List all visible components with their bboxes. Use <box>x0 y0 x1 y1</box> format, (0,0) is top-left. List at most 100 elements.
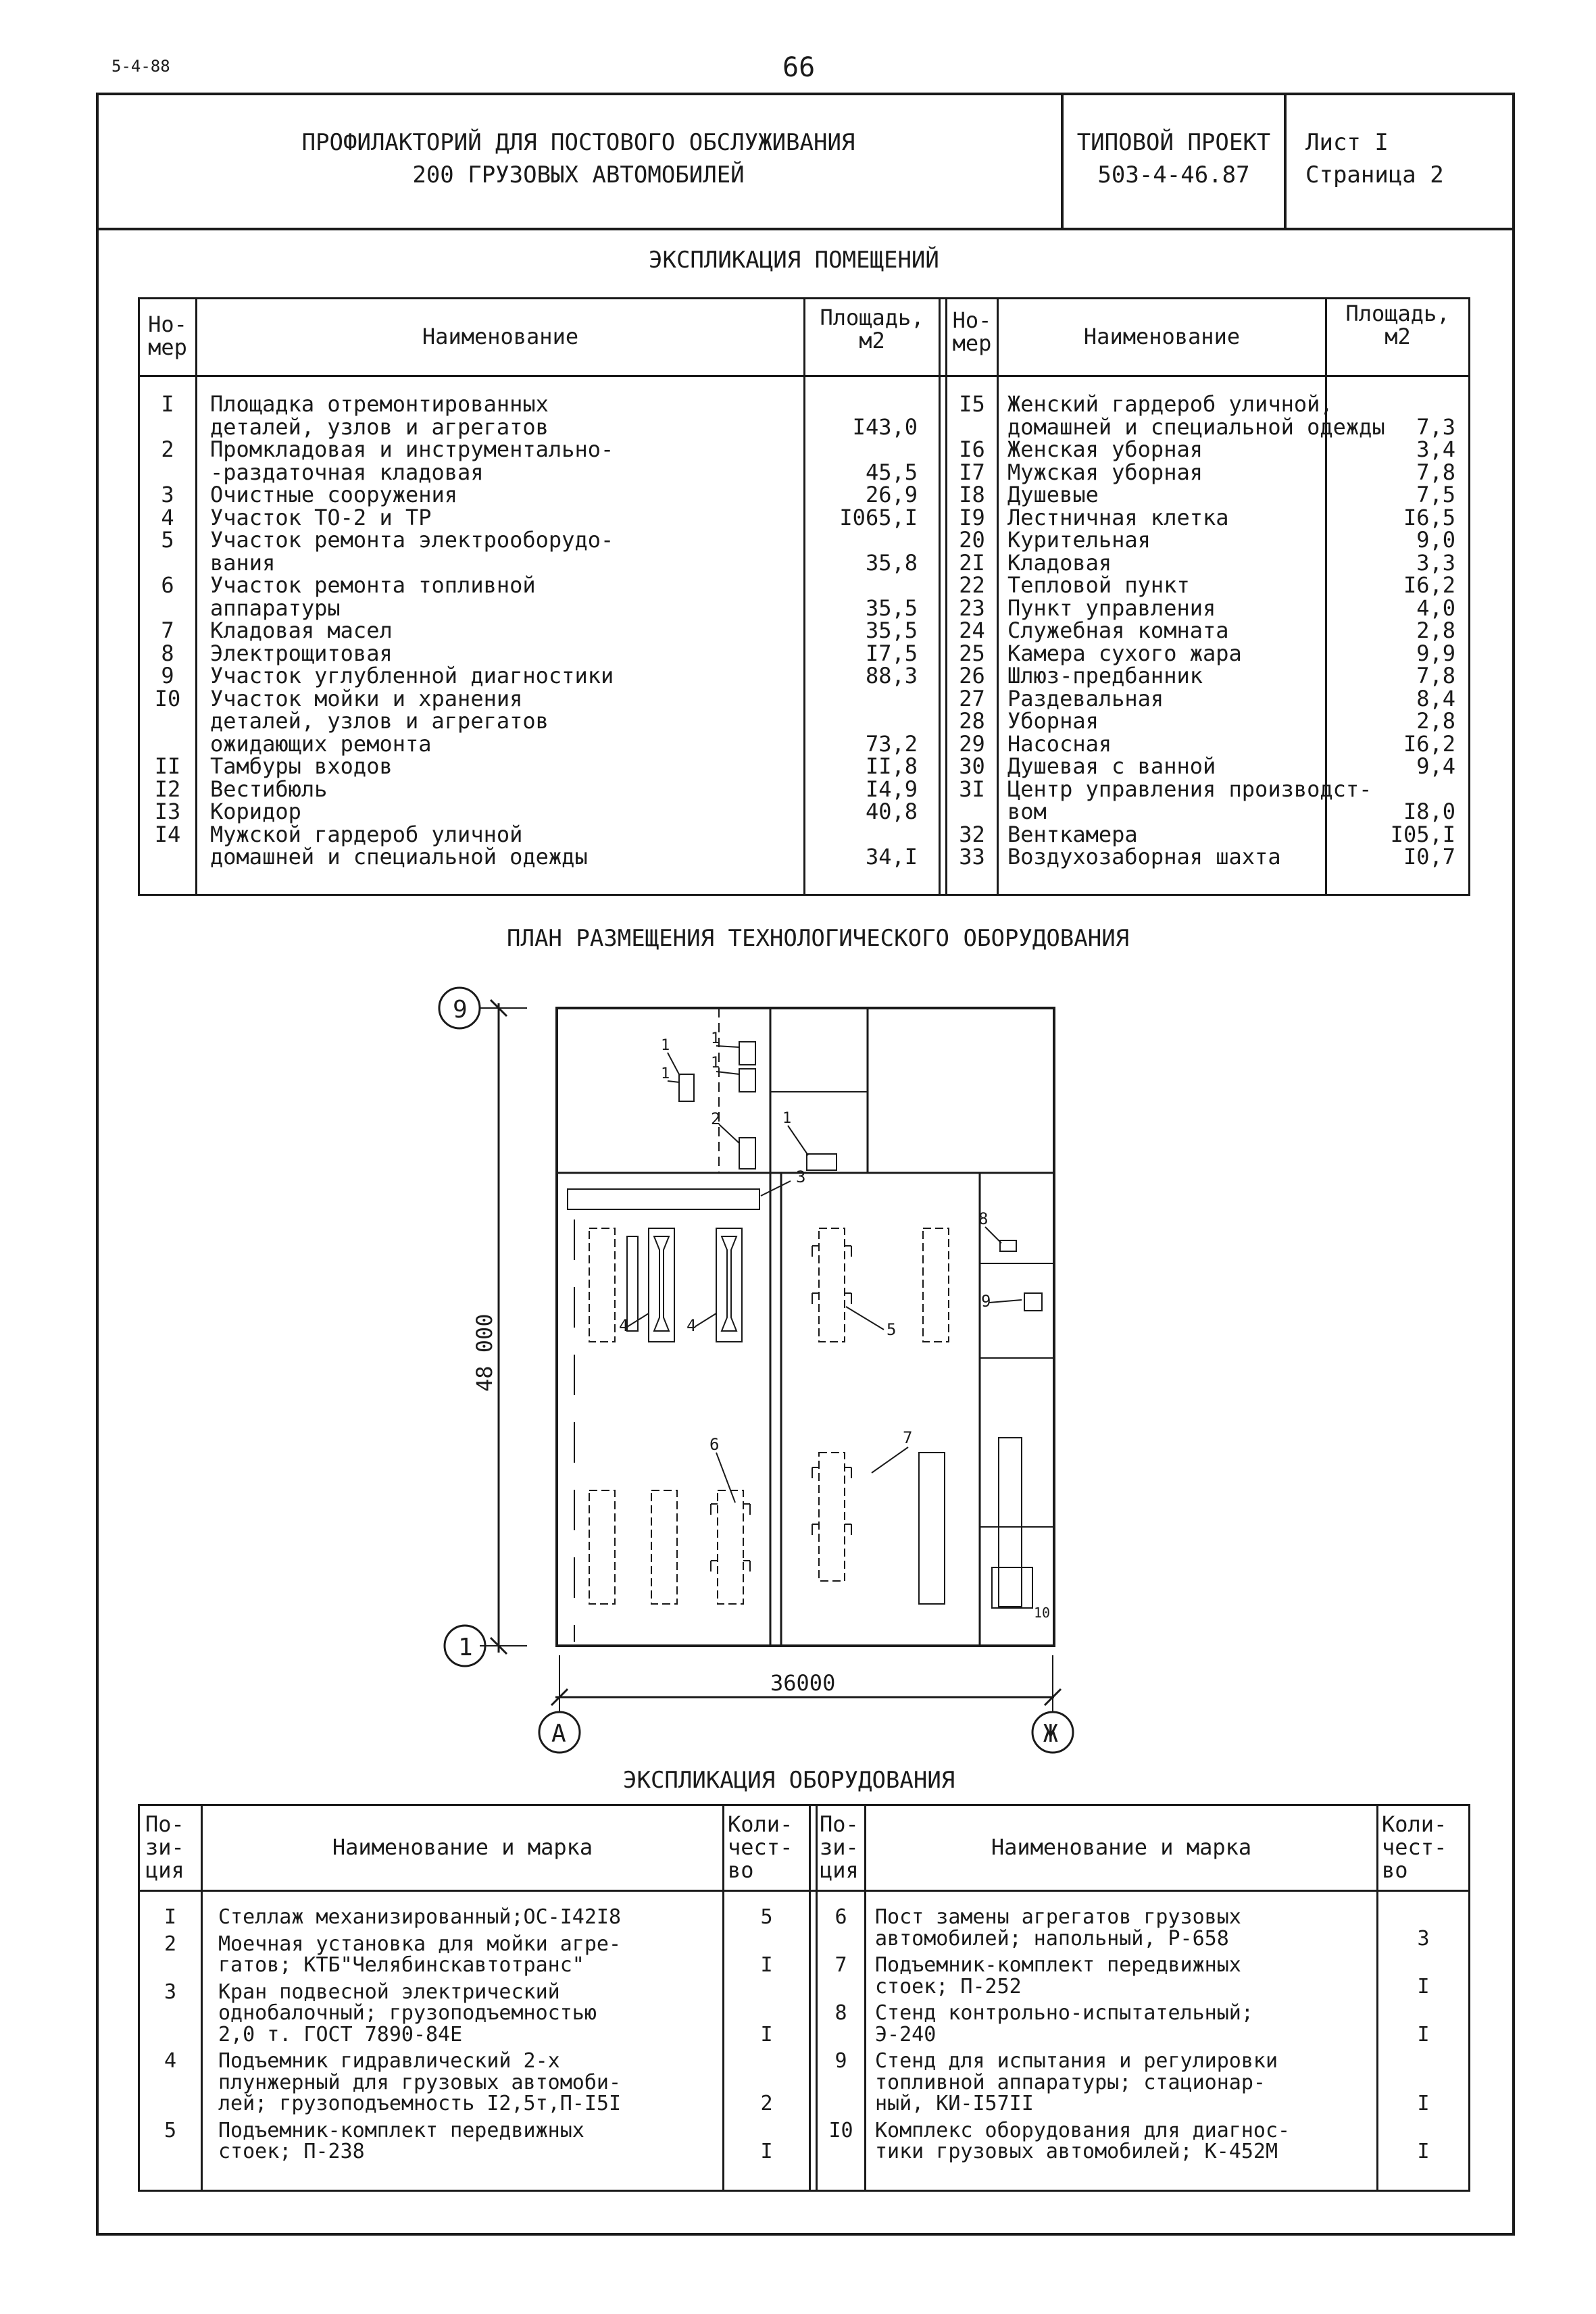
room-row-number: I2 <box>154 776 181 802</box>
callout-8: 8 <box>978 1209 988 1228</box>
rooms-col-number: Но- мер <box>148 311 187 360</box>
page-number: 66 <box>782 52 816 83</box>
equipment-row-name: Стенд контрольно-испытательный; <box>875 2001 1253 2025</box>
room-row-value: 88,3 <box>865 663 918 688</box>
room-row-number: I <box>161 391 174 417</box>
equipment-floor-plan: 9 1 А Ж 48 000 36000 1 1 1 1 2 1 3 4 4 5… <box>438 986 1074 1754</box>
callout-7: 7 <box>903 1428 912 1447</box>
room-row-value: I6,5 <box>1403 504 1455 530</box>
room-row-value: 8,4 <box>1416 685 1455 711</box>
equipment-col-position: По- зи- ция <box>145 1811 184 1883</box>
equipment-row-name: Подъемник-комплект передвижных <box>218 2118 584 2142</box>
room-row-name: Лестничная клетка <box>1007 504 1229 530</box>
room-row-name: Очистные сооружения <box>210 482 458 507</box>
room-row-name: Курительная <box>1007 527 1151 553</box>
room-row-name: Центр управления производст- <box>1007 776 1372 802</box>
equipment-row-number: 7 <box>834 1953 847 1977</box>
equipment-row-number: I0 <box>828 2118 853 2142</box>
rooms-col-area: Площадь, м2 <box>820 305 924 353</box>
room-row-value: 73,2 <box>865 730 918 757</box>
equipment-col-name: Наименование и марка <box>332 1834 593 1860</box>
equipment-row-name: Пост замены агрегатов грузовых <box>875 1905 1241 1929</box>
room-row-number: 6 <box>161 572 174 598</box>
room-row-name: Венткамера <box>1007 821 1138 847</box>
room-row-value: II,8 <box>865 753 918 779</box>
equipment-row-name: плунжерный для грузовых автомоби- <box>218 2070 622 2094</box>
room-row-value: 35,5 <box>865 595 918 621</box>
room-row-number: I4 <box>154 821 181 847</box>
room-row-number: I9 <box>959 504 985 530</box>
room-row-name: Участок мойки и хранения <box>210 685 523 711</box>
callout-1e: 1 <box>782 1110 791 1127</box>
room-row-number: I5 <box>959 391 985 417</box>
room-row-number: 24 <box>959 618 985 643</box>
equipment-row-value: I <box>760 2022 773 2046</box>
dimension-vertical: 48 000 <box>472 1313 497 1392</box>
room-row-number: I7 <box>959 459 985 485</box>
callout-3: 3 <box>796 1167 805 1186</box>
room-row-name: Тамбуры входов <box>210 753 393 779</box>
equipment-row-name: Моечная установка для мойки агре- <box>218 1932 622 1956</box>
project-label: ТИПОВОЙ ПРОЕКТ <box>1076 129 1271 156</box>
room-row-number: 8 <box>161 640 174 666</box>
room-row-number: 28 <box>959 708 985 734</box>
room-row-number: 29 <box>959 730 985 757</box>
room-row-name: Камера сухого жара <box>1007 640 1242 666</box>
equipment-col-position-2: По- зи- ция <box>820 1811 859 1883</box>
axis-label-9: 9 <box>453 996 468 1024</box>
equipment-row-value: I <box>1417 2140 1430 2163</box>
room-row-name: Пункт управления <box>1007 595 1216 621</box>
room-row-number: 22 <box>959 572 985 598</box>
equipment-row-number: 3 <box>164 1980 177 2004</box>
equipment-row-number: 5 <box>164 2118 177 2142</box>
room-row-value: 7,5 <box>1416 482 1455 507</box>
room-row-name: Раздевальная <box>1007 685 1164 711</box>
room-row-number: 33 <box>959 844 985 870</box>
room-row-name: Шлюз-предбанник <box>1007 663 1203 688</box>
room-row-value: 3,4 <box>1416 436 1455 462</box>
equipment-row-number: 8 <box>834 2001 847 2025</box>
room-row-number: 9 <box>161 663 174 688</box>
room-row-name: Душевая с ванной <box>1007 753 1216 779</box>
room-row-name: Мужская уборная <box>1007 459 1203 485</box>
equipment-row-value: I <box>760 2140 773 2163</box>
room-row-name: ожидающих ремонта <box>210 730 432 757</box>
equipment-heading: ЭКСПЛИКАЦИЯ ОБОРУДОВАНИЯ <box>623 1767 955 1794</box>
equipment-row-value: I <box>1417 1974 1430 1998</box>
axis-label-zh: Ж <box>1043 1720 1058 1748</box>
room-row-name: Женская уборная <box>1007 436 1203 462</box>
rooms-table: Но- мер Наименование Площадь, м2 Но- мер… <box>138 297 1470 896</box>
room-row-name: деталей, узлов и агрегатов <box>210 708 549 734</box>
equipment-row-name: однобалочный; грузоподъемностью <box>218 2001 597 2025</box>
room-row-value: I4,9 <box>865 776 918 802</box>
room-row-name: -раздаточная кладовая <box>210 459 484 485</box>
title-line-2: 200 ГРУЗОВЫХ АВТОМОБИЛЕЙ <box>412 161 745 188</box>
room-row-value: I43,0 <box>852 413 918 440</box>
room-row-name: аппаратуры <box>210 595 341 621</box>
room-row-name: Участок ТО-2 и ТР <box>210 504 432 530</box>
equipment-row-number: 6 <box>834 1905 847 1929</box>
room-row-name: Коридор <box>210 799 301 824</box>
callout-4b: 4 <box>687 1316 696 1335</box>
room-row-value: I05,I <box>1390 821 1455 847</box>
equipment-row-value: I <box>1417 2022 1430 2046</box>
room-row-number: 2I <box>959 549 985 576</box>
room-row-value: 9,9 <box>1416 640 1455 666</box>
room-row-number: 4 <box>161 504 174 530</box>
equipment-row-value: 3 <box>1417 1926 1430 1951</box>
room-row-value: 34,I <box>865 844 918 870</box>
equipment-row-number: 4 <box>164 2049 177 2073</box>
room-row-value: 7,8 <box>1416 663 1455 688</box>
room-row-name: Женский гардероб уличной, <box>1007 391 1333 417</box>
room-row-value: I065,I <box>839 504 918 530</box>
equipment-row-name: ный, КИ-I57II <box>875 2092 1034 2115</box>
equipment-row-name: стоек; П-252 <box>875 1974 1022 1998</box>
room-row-name: Мужской гардероб уличной <box>210 821 523 847</box>
callout-1d: 1 <box>711 1055 720 1072</box>
room-row-name: деталей, узлов и агрегатов <box>210 413 549 440</box>
callout-1c: 1 <box>711 1030 720 1047</box>
room-row-number: 32 <box>959 821 985 847</box>
room-row-value: 2,8 <box>1416 618 1455 643</box>
room-row-name: Душевые <box>1007 482 1099 507</box>
room-row-name: Участок ремонта электрооборудо- <box>210 527 614 553</box>
